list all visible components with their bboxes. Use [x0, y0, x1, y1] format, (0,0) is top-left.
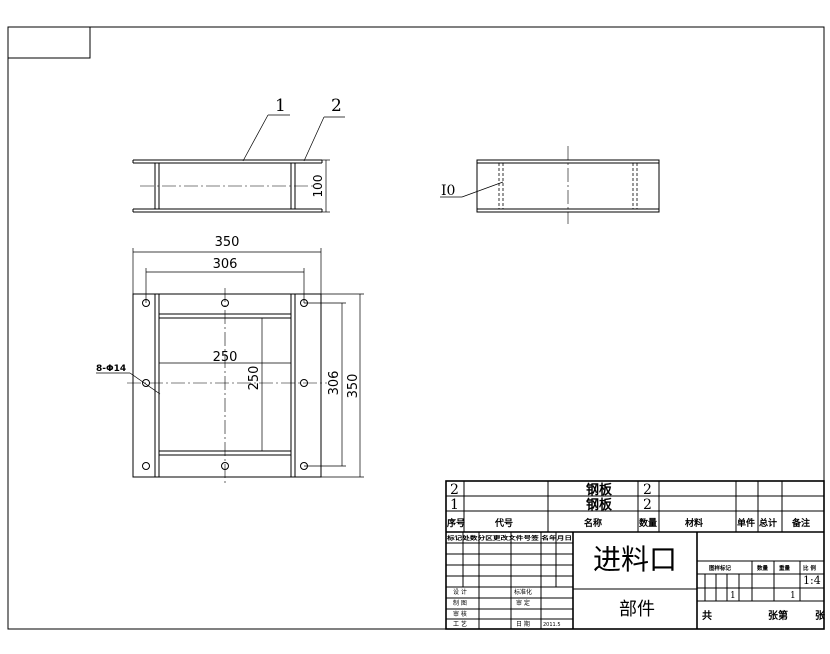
dim-inner-height: 306 — [327, 371, 342, 396]
role-standard: 标准化 — [514, 588, 532, 596]
bom-row-2-no: 1 — [450, 497, 459, 513]
weight-label: 数量 — [757, 564, 769, 572]
balloon-2: 2 — [331, 96, 342, 116]
role-process: 工 艺 — [453, 620, 467, 628]
bom-header-name: 名称 — [584, 517, 602, 529]
bolt-holes — [142, 299, 308, 470]
scale-label: 比 例 — [803, 564, 816, 572]
bom-header-remarks: 备注 — [791, 517, 810, 529]
bom-row-1-no: 2 — [450, 482, 459, 498]
sheets-label-2: 张 — [815, 609, 826, 622]
bom-header-code: 代号 — [494, 517, 513, 529]
sheets-total: 共 — [702, 609, 712, 622]
dim-outer-height: 350 — [346, 374, 361, 399]
corner-box — [7, 26, 91, 59]
side-view-label: I0 — [441, 183, 455, 199]
bom-row-1-qty: 2 — [643, 482, 652, 498]
drawing-title: 进料口 — [593, 543, 677, 576]
top-view — [96, 248, 364, 483]
bom-row-2-name: 钢板 — [586, 497, 613, 513]
weight2-label: 重量 — [779, 564, 791, 572]
count-1: 1 — [730, 591, 736, 601]
date-value: 2011.5 — [543, 622, 561, 628]
holes-note: 8-Φ14 — [96, 364, 126, 374]
bom-header-no: 序号 — [447, 517, 465, 529]
dim-opening-width: 250 — [213, 350, 238, 365]
side-view — [440, 146, 660, 224]
bom-header-qty: 数量 — [639, 517, 657, 529]
stage-label: 图样标记 — [709, 564, 732, 572]
revision-header: 标记处数分区更改文件号签 名年月日 — [446, 534, 572, 542]
drawing-subtitle: 部件 — [619, 599, 655, 620]
count-2: 1 — [790, 591, 796, 601]
bom-row-2-qty: 2 — [643, 497, 652, 513]
bom-row-1-name: 钢板 — [586, 482, 613, 498]
title-block-lines — [445, 480, 825, 630]
sheets-label-1: 张第 — [768, 609, 788, 622]
front-view — [132, 114, 345, 213]
dim-height-100: 100 — [311, 175, 325, 198]
bom-header-total-weight: 总计 — [759, 517, 777, 529]
sheet-border — [7, 26, 825, 630]
role-check: 审 核 — [453, 610, 467, 618]
role-draw: 制 图 — [453, 599, 467, 607]
dim-opening-height: 250 — [247, 366, 262, 391]
scale-value: 1:4 — [803, 574, 821, 587]
dim-outer-width: 350 — [215, 235, 240, 250]
role-approve: 审 定 — [516, 599, 530, 607]
bom-header-unit-weight: 单件 — [737, 517, 755, 529]
balloon-1: 1 — [275, 96, 286, 116]
dim-inner-width: 306 — [213, 257, 238, 272]
role-date: 日 期 — [516, 620, 530, 628]
role-design: 设 计 — [453, 588, 467, 596]
bom-header-material: 材料 — [684, 517, 703, 529]
